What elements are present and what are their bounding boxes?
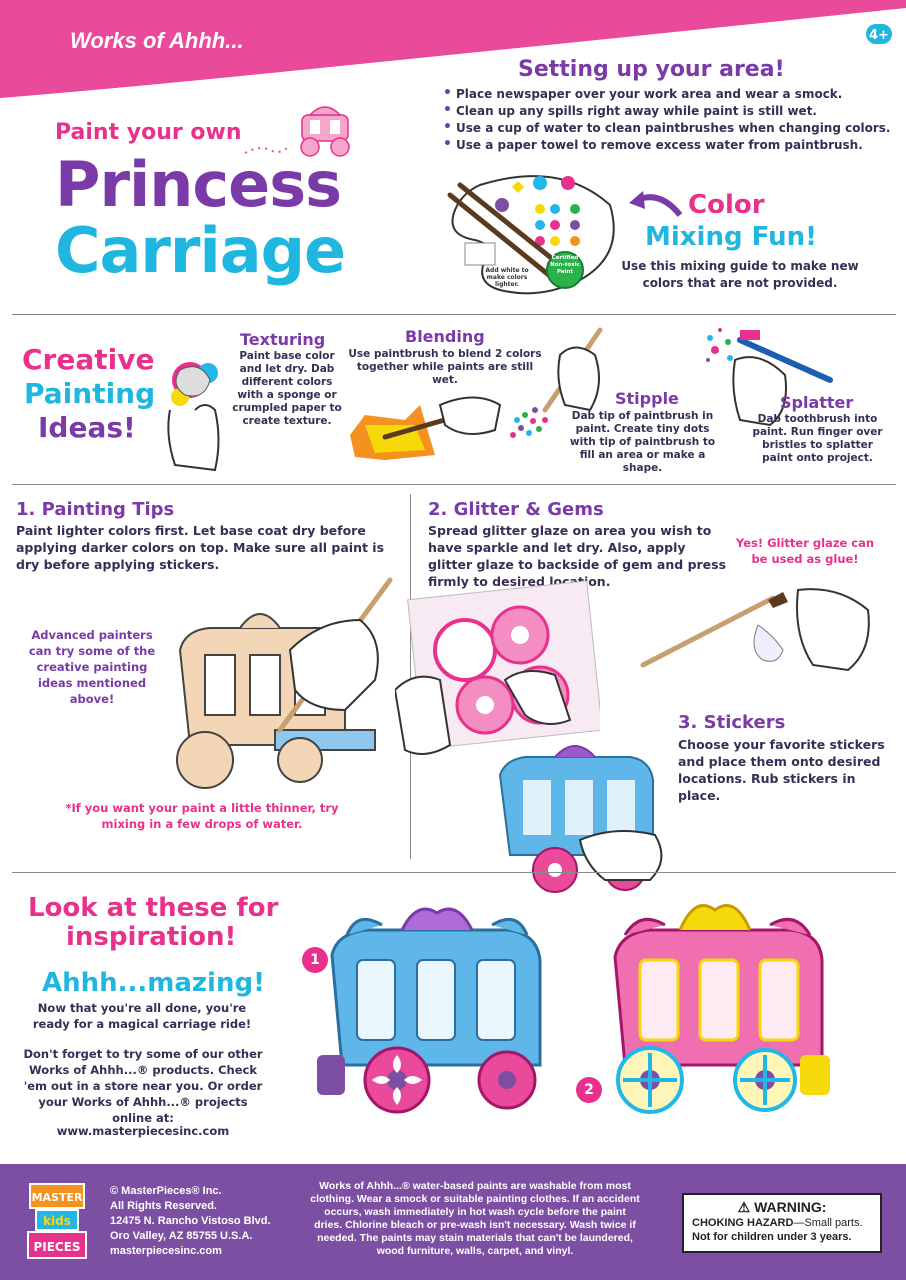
website-link[interactable]: www.masterpiecesinc.com: [56, 1124, 230, 1138]
carriage-small-icon: [244, 106, 350, 157]
hazard-label: CHOKING HAZARD: [692, 1217, 794, 1229]
color-mixing-subtitle: Mixing Fun!: [645, 222, 817, 252]
washable-notice: Works of Ahhh...® water-based paints are…: [310, 1180, 640, 1257]
add-white-note: Add white to make colors lighter.: [485, 267, 529, 288]
pink-carriage-example: [613, 904, 830, 1114]
company-line: Oro Valley, AZ 85755 U.S.A.: [110, 1230, 253, 1242]
sticker-sheet-illustration: [395, 580, 600, 755]
warning-header: ⚠ WARNING:: [692, 1199, 872, 1216]
curved-arrow-icon: [629, 191, 683, 217]
blending-text: Use paintbrush to blend 2 colors togethe…: [348, 348, 542, 386]
age-badge: 4+: [864, 22, 894, 46]
stickers-title: 3. Stickers: [678, 712, 786, 733]
title-carriage: Carriage: [55, 214, 346, 287]
sticker-carriage-illustration: [498, 745, 663, 893]
divider: [12, 872, 896, 873]
stipple-text: Dab tip of paintbrush in paint. Create t…: [569, 410, 716, 474]
setup-title: Setting up your area!: [518, 57, 785, 82]
logo-text-kids: kids: [43, 1214, 71, 1228]
setup-list: Place newspaper over your work area and …: [440, 85, 900, 154]
texturing-text: Paint base color and let dry. Dab differ…: [232, 350, 342, 427]
logo-text-pieces: PIECES: [33, 1240, 80, 1254]
company-line: 12475 N. Rancho Vistoso Blvd.: [110, 1215, 271, 1227]
header-band: [0, 0, 906, 98]
glitter-text: Spread glitter glaze on area you wish to…: [428, 523, 727, 589]
stipple-illustration: [510, 327, 603, 438]
splatter-title: Splatter: [780, 393, 854, 412]
example-badge-2: 2: [576, 1077, 602, 1103]
glitter-title: 2. Glitter & Gems: [428, 499, 604, 520]
done-text: Now that you're all done, you're ready f…: [32, 1001, 252, 1031]
title-princess: Princess: [55, 148, 342, 221]
creative-title-3: Ideas!: [38, 411, 136, 444]
masterpieces-kids-logo: MASTER kids PIECES: [27, 1183, 87, 1259]
amazing-title: Ahhh...mazing!: [42, 968, 265, 998]
advanced-note: Advanced painters can try some of the cr…: [28, 628, 156, 706]
warning-title: WARNING:: [754, 1199, 827, 1215]
setup-item: Use a cup of water to clean paintbrushes…: [440, 119, 900, 137]
splatter-illustration: [706, 328, 833, 427]
creative-title-1: Creative: [22, 343, 155, 376]
color-mixing-title: Color: [688, 190, 765, 220]
painting-tips-title: 1. Painting Tips: [16, 499, 175, 520]
company-info: © MasterPieces® Inc. All Rights Reserved…: [110, 1184, 271, 1259]
texturing-title: Texturing: [240, 330, 326, 349]
inspiration-title-1: Look at these for: [28, 893, 279, 923]
divider: [410, 494, 411, 859]
company-website[interactable]: masterpiecesinc.com: [110, 1245, 222, 1257]
certified-badge: Certified Non-toxic Paint: [550, 255, 580, 275]
paint-palette-illustration: [447, 175, 615, 295]
brand-logo: Works of Ahhh...: [70, 28, 244, 53]
other-products-text: Don't forget to try some of our other Wo…: [23, 1047, 263, 1125]
glitter-brush-illustration: [640, 588, 870, 672]
warning-triangle-icon: ⚠: [737, 1199, 751, 1215]
hazard-detail: —Small parts.: [793, 1217, 863, 1229]
title-paint-your-own: Paint your own: [55, 120, 242, 145]
warning-hazard-line: CHOKING HAZARD—Small parts.: [692, 1216, 872, 1230]
warning-box: ⚠ WARNING: CHOKING HAZARD—Small parts. N…: [682, 1193, 882, 1253]
company-line: © MasterPieces® Inc.: [110, 1185, 222, 1197]
divider: [12, 314, 896, 315]
texturing-illustration: [167, 362, 220, 472]
logo-text-master: MASTER: [32, 1191, 83, 1204]
painting-tips-text: Paint lighter colors first. Let base coa…: [16, 523, 385, 572]
glitter-note: Yes! Glitter glaze can be used as glue!: [735, 536, 875, 566]
thinner-note: *If you want your paint a little thinner…: [65, 801, 339, 831]
blue-carriage-example: [317, 907, 542, 1114]
inspiration-title-2: inspiration!: [66, 922, 237, 952]
splatter-text: Dab toothbrush into paint. Run finger ov…: [752, 413, 883, 464]
setup-item: Clean up any spills right away while pai…: [440, 102, 900, 120]
color-mixing-text: Use this mixing guide to make new colors…: [621, 259, 859, 290]
creative-title-2: Painting: [24, 377, 156, 410]
painting-carriage-illustration: [176, 577, 393, 789]
warning-age: Not for children under 3 years.: [692, 1231, 852, 1243]
stipple-title: Stipple: [615, 389, 679, 408]
blending-title: Blending: [405, 327, 485, 346]
setup-item: Use a paper towel to remove excess water…: [440, 136, 900, 154]
blending-illustration: [350, 396, 502, 460]
divider: [12, 484, 896, 485]
example-badge-1: 1: [302, 947, 328, 973]
setup-item: Place newspaper over your work area and …: [440, 85, 900, 103]
company-line: All Rights Reserved.: [110, 1200, 217, 1212]
stickers-text: Choose your favorite stickers and place …: [678, 737, 885, 803]
